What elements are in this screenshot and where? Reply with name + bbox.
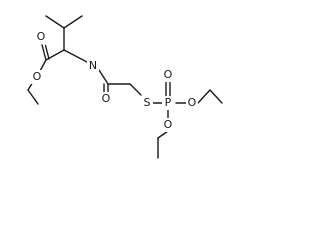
bond <box>157 130 169 139</box>
bond <box>27 89 39 105</box>
atom-label: O <box>37 30 46 43</box>
bond <box>197 89 211 104</box>
atom-label: O <box>33 70 42 83</box>
atom-p: P <box>162 96 175 110</box>
bond <box>41 44 47 61</box>
atom-o-ethoxy-right: O <box>186 96 198 110</box>
chemical-structure-diagram: O O N O S P O O <box>27 15 223 159</box>
atom-labels: O O N O S P O O <box>31 30 198 132</box>
bond <box>98 69 109 85</box>
bond <box>209 89 223 104</box>
atom-n-amide: N <box>87 59 99 73</box>
atom-label: O <box>164 68 173 81</box>
bond <box>129 83 142 96</box>
atom-s: S <box>141 96 153 110</box>
atom-o-phosphoryl: O <box>162 68 174 82</box>
atom-label: P <box>165 96 172 109</box>
atom-label: O <box>102 92 111 105</box>
atom-o-ester-carbonyl: O <box>35 30 47 44</box>
bond <box>63 49 88 63</box>
atom-o-amide: O <box>100 92 112 106</box>
bond <box>45 15 65 29</box>
bond-set <box>27 15 223 159</box>
atom-o-ethoxy-lower: O <box>162 118 174 132</box>
bond <box>63 15 83 29</box>
atom-label: O <box>188 96 197 109</box>
atom-label: N <box>89 59 97 72</box>
atom-label: S <box>144 96 151 109</box>
bond <box>39 59 47 72</box>
atom-o-ester: O <box>31 70 43 84</box>
bond <box>44 44 50 60</box>
atom-label: O <box>164 118 173 131</box>
